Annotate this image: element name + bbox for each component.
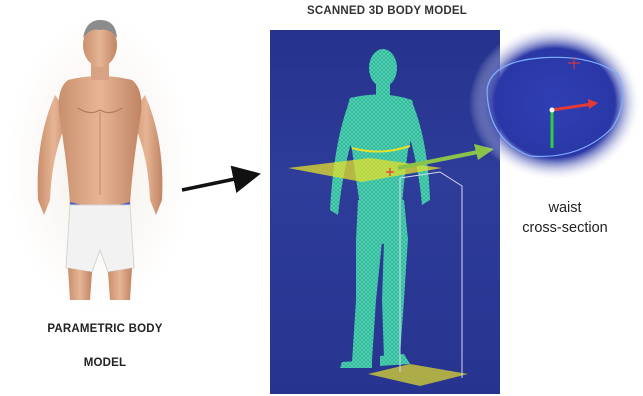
waist-cross-section [469, 25, 641, 181]
parametric-label-line2: MODEL [5, 357, 205, 369]
height-measurement-box [400, 172, 462, 378]
floor-plane [368, 364, 468, 386]
waist-cross-section-label: waist cross-section [505, 198, 625, 238]
green-arrow [398, 144, 494, 168]
waist-label-line2: cross-section [505, 218, 625, 238]
parametric-label-line1: PARAMETRIC BODY [5, 323, 205, 335]
flow-arrow [182, 175, 254, 190]
parametric-body-model [8, 15, 192, 315]
scanned-body-mesh [330, 49, 430, 368]
waist-label-line1: waist [505, 198, 625, 218]
